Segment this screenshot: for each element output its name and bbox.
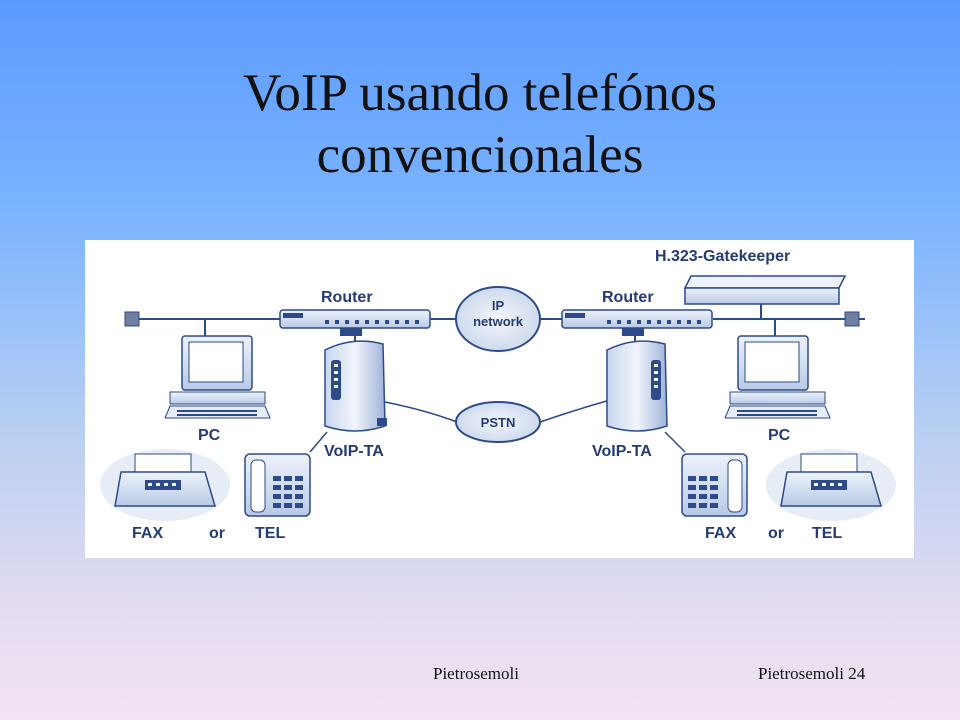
pstn-label: PSTN	[481, 415, 516, 430]
tel-right-phone	[664, 431, 748, 517]
or-right-label: or	[768, 525, 784, 542]
footer-author: Pietrosemoli	[433, 664, 519, 683]
title-line-2: convencionales	[316, 126, 644, 184]
router-left-label: Router	[321, 289, 373, 306]
gatekeeper-device	[683, 275, 847, 319]
or-left-label: or	[209, 525, 225, 542]
fax-right	[766, 449, 896, 521]
fax-left	[100, 449, 230, 521]
pc-right-label: PC	[768, 427, 791, 444]
voip-ta-left-label: VoIP-TA	[324, 443, 384, 460]
ip-network-cloud: IP network	[455, 286, 541, 352]
slide-title: VoIP usando telefónos convencionales	[180, 62, 780, 186]
fax-left-label: FAX	[132, 525, 163, 542]
network-backbone-right	[713, 311, 865, 327]
tel-left-label: TEL	[255, 525, 285, 542]
tel-left	[244, 431, 328, 517]
voip-ta-right	[606, 336, 668, 432]
pc-right	[724, 319, 831, 419]
network-backbone-left	[124, 311, 280, 327]
pc-left	[164, 319, 271, 419]
router-right	[561, 309, 713, 336]
fax-right-label: FAX	[705, 525, 736, 542]
voip-network-diagram: Router Router IP network PSTN	[85, 240, 914, 558]
ip-network-label-1: IP	[492, 298, 505, 313]
tel-right-label: TEL	[812, 525, 842, 542]
voip-ta-left	[324, 336, 387, 432]
pc-left-label: PC	[198, 427, 221, 444]
ip-network-label-2: network	[473, 314, 524, 329]
title-line-1: VoIP usando telefónos	[242, 64, 718, 122]
router-left	[279, 309, 431, 336]
voip-ta-right-label: VoIP-TA	[592, 443, 652, 460]
footer-page-number: Pietrosemoli 24	[758, 664, 866, 683]
pstn-cloud: PSTN	[455, 401, 541, 443]
gatekeeper-label: H.323-Gatekeeper	[655, 248, 790, 265]
router-right-label: Router	[602, 289, 654, 306]
